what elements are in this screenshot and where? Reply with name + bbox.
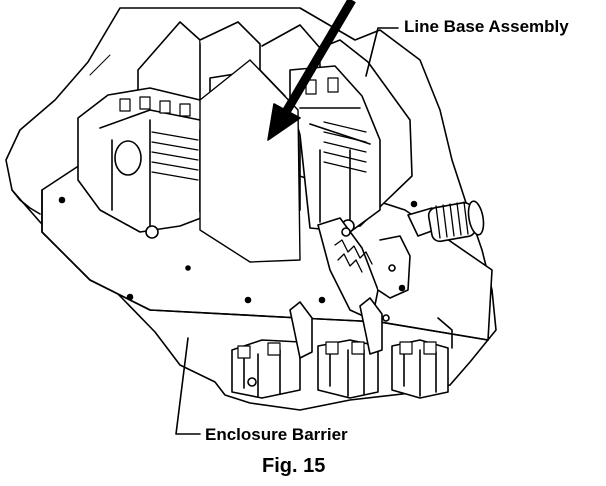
pointer-arrow [267,0,356,141]
line-base-leader [365,27,399,77]
adjustment-knob [407,200,485,243]
line-base-assembly-label: Line Base Assembly [404,17,569,36]
lower-terminal-lugs [231,297,453,399]
enclosure-barrier-label: Enclosure Barrier [205,425,348,444]
enclosure-leader [175,337,201,435]
breaker-module-1 [77,87,223,239]
figure-caption: Fig. 15 [262,455,326,477]
breaker-module-3 [289,65,381,233]
operating-mechanism [317,217,411,322]
